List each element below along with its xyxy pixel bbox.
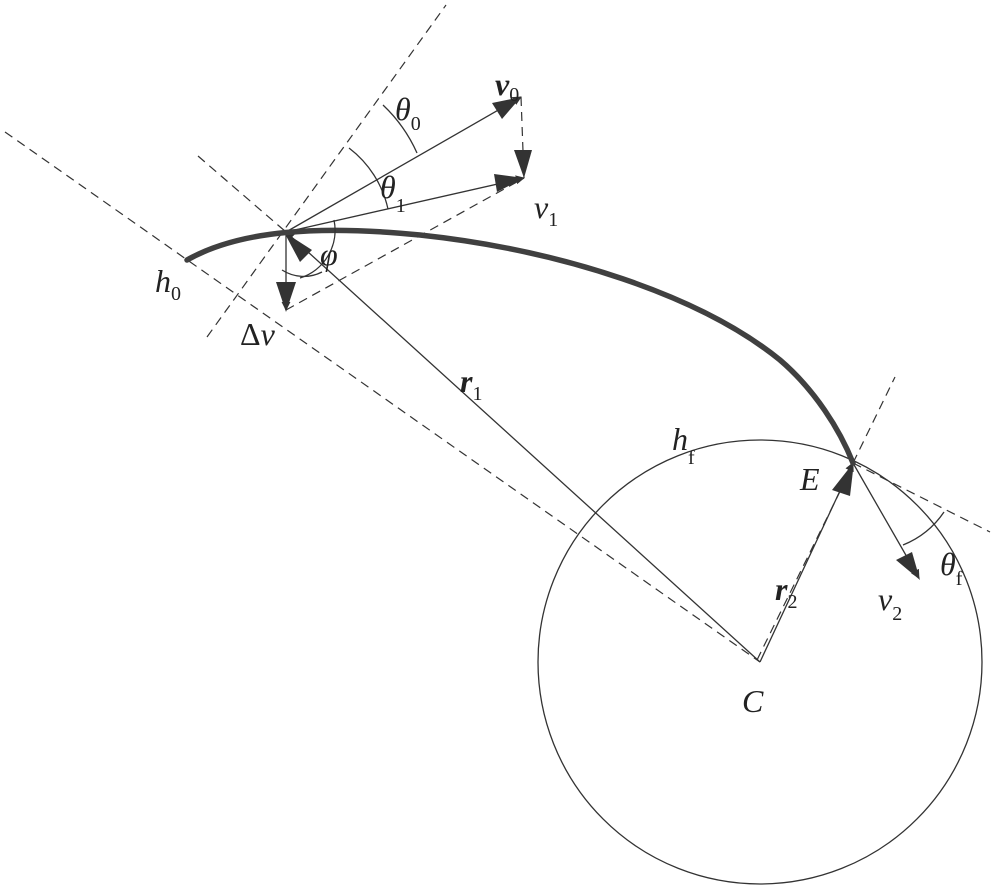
theta1-arc — [348, 147, 389, 210]
label-delta-v: Δv — [240, 316, 276, 352]
theta0-arc — [382, 104, 418, 154]
r2-arrowhead — [832, 462, 854, 496]
dashed-line-short-normal — [197, 155, 287, 233]
label-C: C — [742, 683, 764, 719]
v2-arrowhead — [896, 552, 920, 580]
label-theta1: θ1 — [380, 169, 406, 217]
phi-arc-lower — [281, 269, 323, 278]
v1-arrowhead — [494, 174, 524, 192]
label-r1: r1 — [460, 363, 482, 405]
label-thetaf: θf — [940, 546, 963, 590]
label-v1: v1 — [534, 189, 558, 231]
label-r2: r2 — [775, 571, 797, 613]
v0-v1-dashed-arrowhead — [514, 150, 532, 178]
v0-vector — [285, 96, 522, 233]
main-trajectory — [184, 227, 856, 466]
r2-vector — [759, 462, 854, 663]
r1-vector — [285, 231, 761, 663]
label-theta0: θ0 — [395, 91, 421, 135]
dashed-line-local-horizontal — [4, 131, 761, 663]
r1-arrowhead — [284, 232, 312, 262]
label-hf: hf — [672, 421, 695, 469]
label-E: E — [799, 461, 820, 497]
v1-vector — [285, 175, 525, 233]
phi-arc — [299, 219, 336, 279]
dashed-line-radial-extension — [206, 4, 447, 338]
dashed-line-terminal-tangent — [852, 462, 991, 533]
label-h0: h0 — [155, 263, 181, 305]
label-v0: v0 — [495, 66, 519, 106]
dashed-line-dv-parallelogram — [285, 177, 525, 311]
target-circle — [537, 439, 983, 885]
label-phi: φ — [320, 236, 338, 272]
delta-v-arrowhead — [276, 282, 296, 312]
label-v2: v2 — [878, 581, 902, 625]
v0-arrowhead — [492, 97, 521, 119]
thetaf-arc — [902, 511, 945, 546]
dashed-line-terminal-radial — [852, 376, 896, 464]
